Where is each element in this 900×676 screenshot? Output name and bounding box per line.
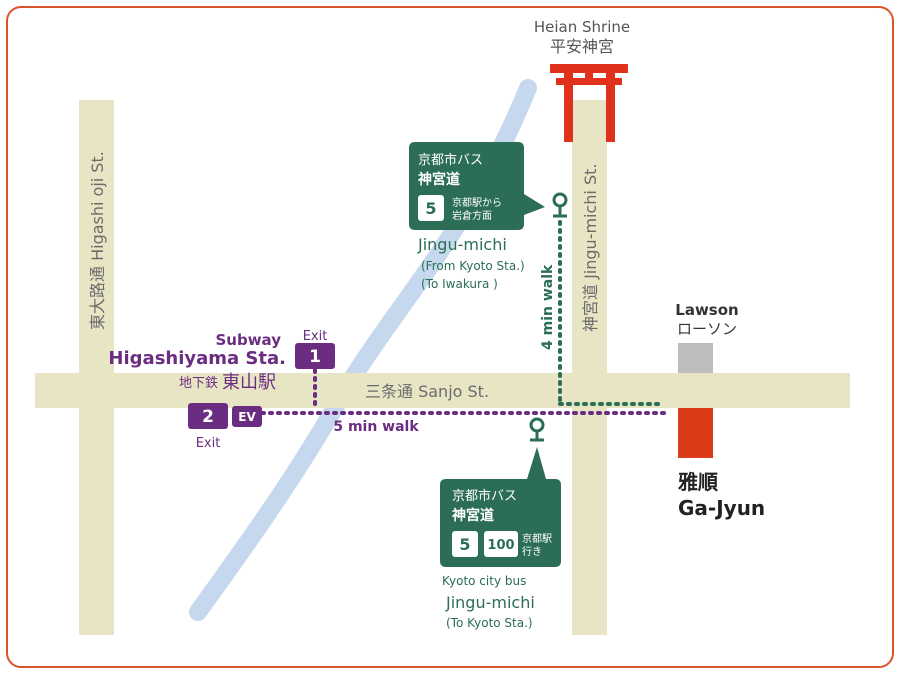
bus-north-route: 5: [425, 199, 436, 218]
bus-north-dir2: 岩倉方面: [452, 209, 492, 222]
bus-north-company: 京都市バス: [418, 152, 483, 168]
exit1-badge: [295, 343, 335, 369]
bus-south-dir2: 行き: [522, 545, 542, 558]
lawson-name-en: Lawson: [675, 301, 738, 319]
exit1-label: Exit: [303, 329, 328, 344]
bus-south-route2-badge: [484, 531, 518, 557]
bus-north-note2: (To Iwakura ): [421, 277, 498, 291]
exit1-number: 1: [309, 347, 321, 367]
road-jingumichi: [572, 100, 607, 635]
map-frame: [6, 6, 894, 668]
bus-north-route-badge: [418, 195, 444, 221]
bus-north-stop-ja: 神宮道: [418, 171, 460, 188]
subway-ja-station: 東山駅: [222, 372, 276, 393]
subway-label-line2: Higashiyama Sta.: [108, 348, 286, 369]
destination-building: [678, 408, 713, 458]
bus-south-route1-badge: [452, 531, 478, 557]
bus-south-company: 京都市バス: [452, 488, 517, 504]
elevator-badge: [232, 406, 262, 427]
road-label-sanjo: 三条通 Sanjo St.: [365, 382, 489, 401]
shrine-name-en: Heian Shrine: [534, 18, 630, 36]
bus-south-label: Kyoto city bus: [442, 574, 526, 588]
exit2-label: Exit: [196, 436, 221, 451]
bus-south-route1: 5: [459, 535, 470, 554]
bus-north-dir1: 京都駅から: [452, 196, 502, 209]
bus-south-stop-en: Jingu-michi: [445, 593, 535, 612]
destination-name-en: Ga-Jyun: [678, 496, 765, 520]
bus-south-stop-ja: 神宮道: [452, 507, 494, 524]
bus-stop-pin-icon: [529, 417, 545, 442]
bus-stop-pin-icon: [552, 192, 568, 218]
shrine-name-ja: 平安神宮: [550, 37, 614, 56]
exit2-badge: [188, 403, 228, 429]
bus-north-stop-en: Jingu-michi: [417, 235, 507, 254]
bus-north-note1: (From Kyoto Sta.): [421, 259, 525, 273]
lawson-building: [678, 343, 713, 373]
elevator-label: EV: [238, 410, 256, 424]
exit2-number: 2: [202, 407, 214, 427]
walk-label-4min: 4 min walk: [540, 264, 556, 350]
road-sanjo: [35, 373, 850, 408]
lawson-name-ja: ローソン: [677, 320, 737, 338]
bus-south-route2: 100: [487, 538, 514, 553]
subway-label-line1: Subway: [215, 331, 281, 349]
road-label-higashioji: 東大路通 Higashi oji St.: [88, 151, 107, 330]
torii-icon: [550, 64, 628, 142]
walk-label-5min: 5 min walk: [333, 419, 419, 435]
subway-ja-prefix: 地下鉄: [179, 376, 218, 391]
bus-south-note: (To Kyoto Sta.): [446, 616, 533, 630]
road-label-jingumichi: 神宮道 Jingu-michi St.: [581, 164, 600, 332]
road-higashioji: [79, 100, 114, 635]
bus-south-dir1: 京都駅: [522, 532, 552, 545]
destination-name-ja: 雅順: [678, 470, 719, 494]
